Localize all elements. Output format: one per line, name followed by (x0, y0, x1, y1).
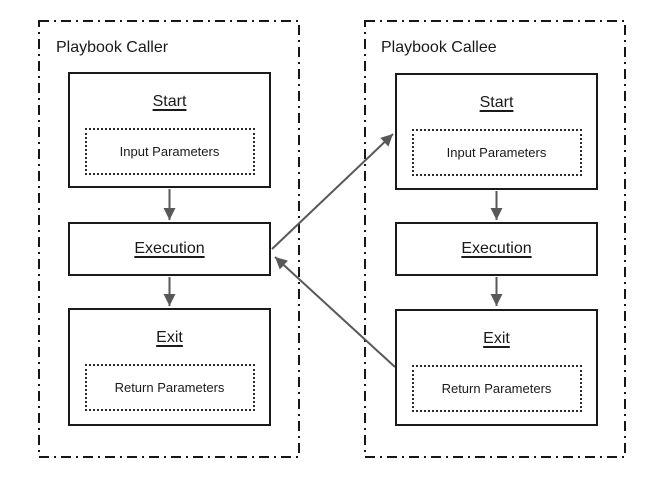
node-caller-start-title: Start (152, 93, 187, 110)
node-callee-start: Start Input Parameters (395, 73, 598, 190)
node-callee-exit: Exit Return Parameters (395, 309, 598, 426)
node-callee-execution-title: Execution (461, 240, 532, 257)
callee-input-parameters-label: Input Parameters (446, 145, 547, 160)
caller-return-parameters-label: Return Parameters (114, 380, 225, 395)
edge-callee-exit-to-caller-execution (274, 256, 396, 368)
callee-input-parameters-box: Input Parameters (411, 129, 582, 176)
callee-panel-title: Playbook Callee (381, 39, 497, 56)
caller-input-parameters-box: Input Parameters (84, 128, 255, 175)
node-callee-start-title: Start (479, 94, 514, 111)
node-caller-start: Start Input Parameters (68, 72, 271, 188)
callee-return-parameters-box: Return Parameters (411, 365, 582, 412)
node-caller-execution: Execution (68, 222, 271, 276)
caller-panel-title: Playbook Caller (56, 39, 169, 56)
caller-input-parameters-label: Input Parameters (119, 144, 220, 159)
node-callee-execution: Execution (395, 222, 598, 276)
caller-panel-boundary (38, 20, 300, 458)
node-callee-exit-title: Exit (483, 330, 510, 347)
callee-return-parameters-label: Return Parameters (441, 381, 552, 396)
node-caller-exit: Exit Return Parameters (68, 308, 271, 426)
caller-return-parameters-box: Return Parameters (84, 364, 255, 411)
node-caller-execution-title: Execution (134, 240, 205, 257)
node-caller-exit-title: Exit (156, 329, 183, 346)
edge-caller-execution-to-callee-start (271, 133, 394, 250)
callee-panel-boundary (364, 20, 626, 458)
